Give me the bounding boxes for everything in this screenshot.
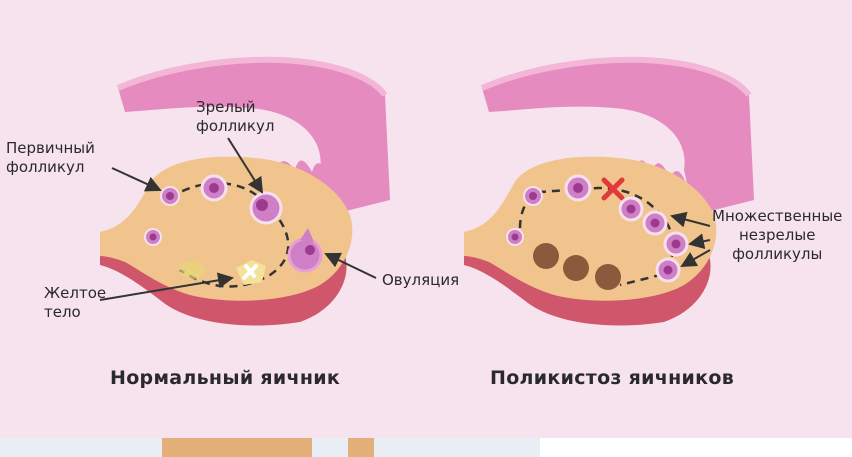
bottom-strip — [0, 438, 852, 457]
blocked-ovulation-mark — [601, 177, 625, 201]
polycystic-ovary — [464, 56, 754, 326]
fallopian-tube — [482, 59, 754, 215]
caption-polycystic: Поликистоз яичников — [490, 367, 735, 389]
label-ovulation: Овуляция — [382, 271, 460, 289]
caption-normal-ovary: Нормальный яичник — [110, 367, 341, 389]
cysts — [533, 243, 621, 290]
label-primary-follicle: Первичный фолликул — [6, 139, 95, 176]
normal-ovary — [99, 56, 390, 326]
label-multiple-immature-follicles: Множественные незрелые фолликулы — [712, 207, 843, 263]
label-corpus-luteum: Желтое тело — [44, 284, 107, 321]
corpus-luteum-old — [178, 260, 206, 280]
ovulating-follicle — [287, 237, 323, 273]
immature-follicles — [618, 196, 689, 283]
label-mature-follicle: Зрелый фолликул — [196, 98, 275, 135]
